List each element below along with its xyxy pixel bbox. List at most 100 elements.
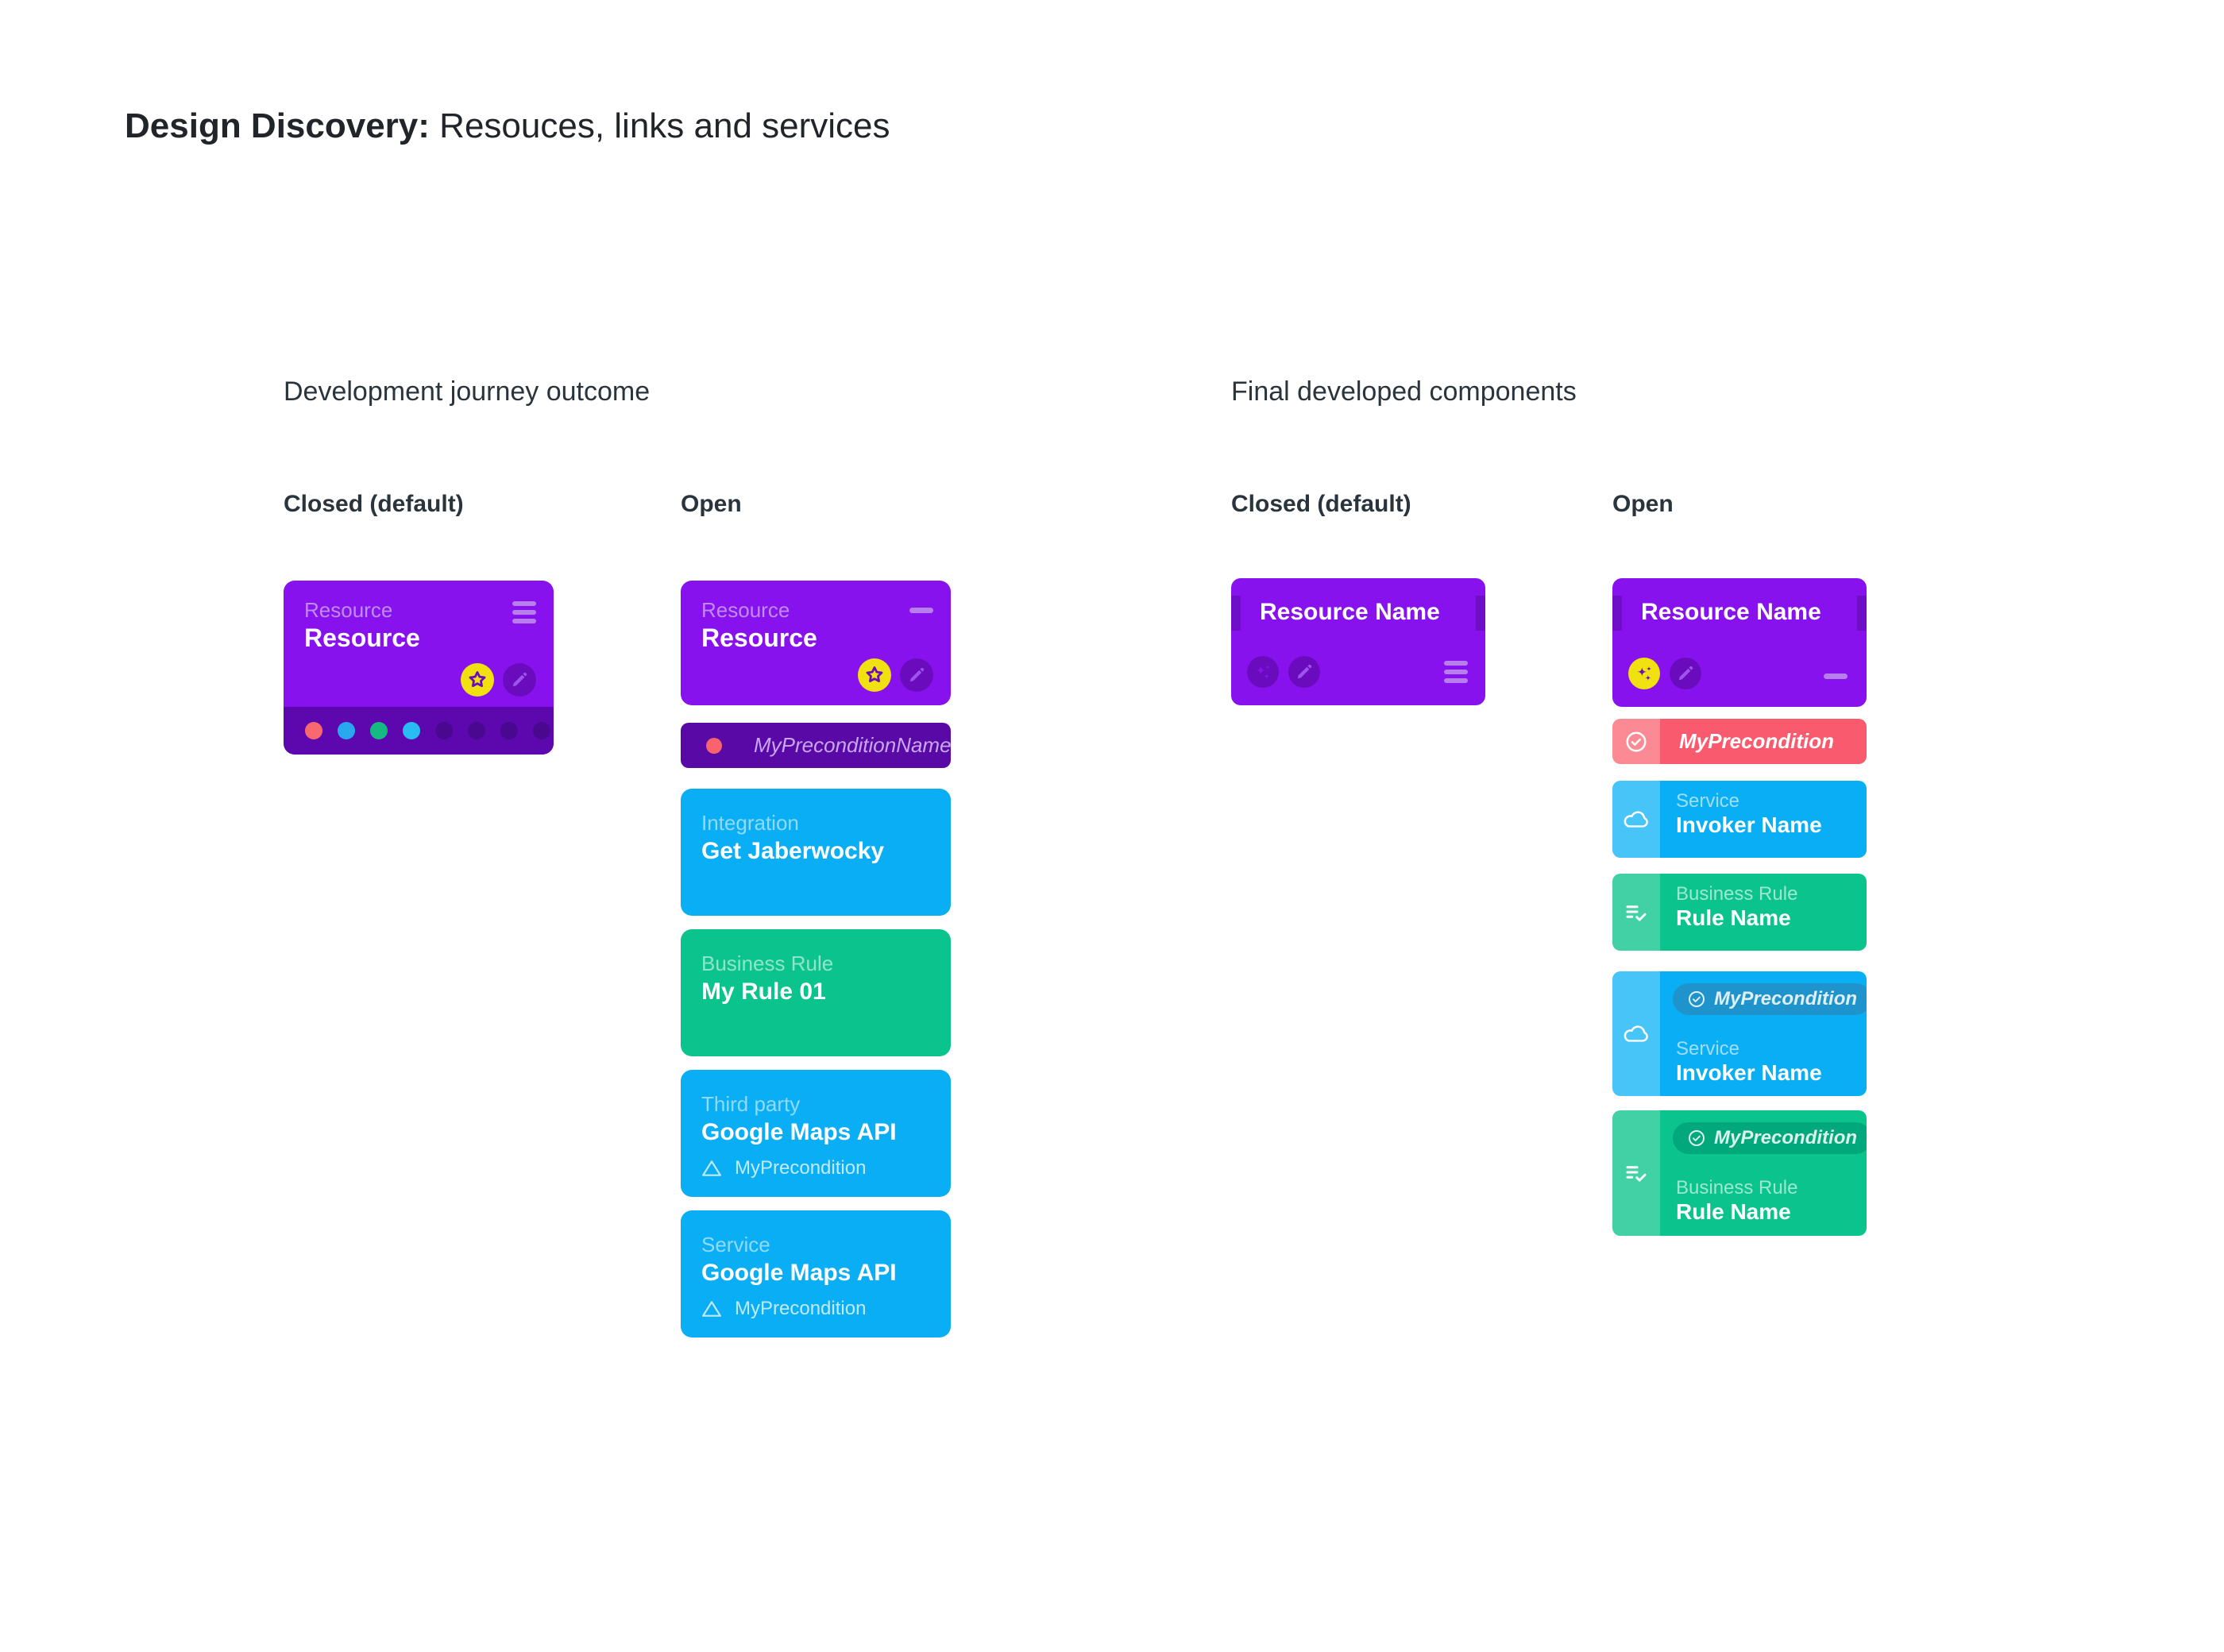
- rule-list-check-icon: [1626, 905, 1647, 921]
- page-title-rest: Resouces, links and services: [439, 106, 890, 145]
- status-dot: [500, 722, 518, 739]
- status-dot: [468, 722, 485, 739]
- pencil-icon: [909, 667, 925, 682]
- precondition-pill: MyPrecondition: [1673, 1122, 1867, 1154]
- rule-title: Rule Name: [1676, 1199, 1791, 1224]
- journey-closed-resource-card[interactable]: Resource Resource: [284, 581, 554, 755]
- business-rule-card[interactable]: Business Rule My Rule 01: [681, 929, 951, 1056]
- precondition-pill-label: MyPrecondition: [1714, 988, 1858, 1009]
- link-notch-right: [1476, 596, 1485, 631]
- final-open-label: Open: [1612, 491, 1674, 517]
- edit-button[interactable]: [503, 663, 536, 697]
- favorite-star-button[interactable]: [858, 658, 891, 692]
- resource-title: Resource: [304, 623, 420, 652]
- menu-icon[interactable]: [512, 601, 536, 623]
- edit-button[interactable]: [900, 658, 933, 692]
- warning-triangle-icon: [702, 1160, 721, 1176]
- final-closed-label: Closed (default): [1231, 491, 1411, 517]
- final-section-heading: Final developed components: [1231, 376, 1577, 407]
- service-title: Google Maps API: [701, 1260, 897, 1286]
- rule-title: Rule Name: [1676, 905, 1791, 930]
- card-icon-strip: [1612, 874, 1660, 951]
- service-type-label: Service: [701, 1233, 770, 1256]
- third-party-type-label: Third party: [701, 1092, 801, 1116]
- link-notch-left: [1231, 596, 1241, 631]
- card-icon-strip: [1612, 781, 1660, 858]
- edit-button[interactable]: [1288, 656, 1320, 688]
- integration-title: Get Jaberwocky: [701, 838, 885, 864]
- favorite-star-button[interactable]: [461, 663, 494, 697]
- card-icon-strip: [1612, 971, 1660, 1096]
- edit-button[interactable]: [1670, 658, 1701, 689]
- integration-type-label: Integration: [701, 811, 799, 835]
- invoker-title: Invoker Name: [1676, 1060, 1822, 1085]
- card-icon-strip: [1612, 1110, 1660, 1236]
- integration-card[interactable]: Integration Get Jaberwocky: [681, 789, 951, 916]
- status-dot: [435, 722, 453, 739]
- precondition-row: MyPrecondition: [701, 1298, 866, 1320]
- page-title-bold: Design Discovery:: [125, 106, 430, 145]
- sparkles-button[interactable]: [1247, 656, 1279, 688]
- final-rule-card[interactable]: Business Rule Rule Name: [1612, 874, 1867, 951]
- resource-name-title: Resource Name: [1641, 599, 1821, 625]
- status-dot: [533, 722, 550, 739]
- precondition-pill-label: MyPrecondition: [1714, 1127, 1858, 1148]
- precondition-label: MyPrecondition: [735, 1157, 867, 1179]
- rule-list-check-icon: [1626, 1166, 1647, 1182]
- page-title: Design Discovery: Resouces, links and se…: [125, 106, 890, 146]
- card-body: MyPrecondition Service Invoker Name: [1660, 971, 1867, 1096]
- status-dot: [305, 722, 322, 739]
- service-type-label: Service: [1676, 790, 1740, 812]
- link-notch-right: [1857, 596, 1867, 631]
- pencil-icon: [1678, 666, 1693, 681]
- check-circle-icon: [1689, 1130, 1705, 1146]
- card-body: Service Invoker Name: [1660, 781, 1867, 858]
- card-body: MyPrecondition Business Rule Rule Name: [1660, 1110, 1867, 1236]
- precondition-chip[interactable]: MyPreconditionName: [681, 723, 951, 768]
- service-type-label: Service: [1676, 1038, 1740, 1060]
- rule-title: My Rule 01: [701, 978, 826, 1005]
- check-circle-icon: [1626, 731, 1647, 751]
- cloud-icon: [1624, 1025, 1648, 1042]
- final-open-resource-card[interactable]: Resource Name: [1612, 578, 1867, 707]
- link-notch-left: [1612, 596, 1622, 631]
- final-rule-precondition-card[interactable]: MyPrecondition Business Rule Rule Name: [1612, 1110, 1867, 1236]
- status-dot: [403, 722, 420, 739]
- cloud-icon: [1624, 810, 1648, 828]
- final-closed-resource-card[interactable]: Resource Name: [1231, 578, 1485, 705]
- resource-name-title: Resource Name: [1260, 599, 1440, 625]
- star-icon: [866, 666, 883, 682]
- third-party-card[interactable]: Third party Google Maps API MyPreconditi…: [681, 1070, 951, 1197]
- precondition-chip-label: MyPrecondition: [1679, 729, 1835, 753]
- chip-icon-strip: [1612, 719, 1660, 764]
- status-dots-strip: [284, 707, 554, 755]
- journey-closed-label: Closed (default): [284, 491, 464, 517]
- check-circle-icon: [1689, 991, 1705, 1007]
- status-dot: [338, 722, 355, 739]
- rule-type-label: Business Rule: [1676, 1177, 1798, 1198]
- sparkles-icon: [1636, 666, 1652, 681]
- precondition-row: MyPrecondition: [701, 1157, 866, 1179]
- journey-open-resource-card[interactable]: Resource Resource: [681, 581, 951, 705]
- journey-open-label: Open: [681, 491, 742, 517]
- final-service-card[interactable]: Service Invoker Name: [1612, 781, 1867, 858]
- collapse-icon[interactable]: [1824, 674, 1848, 679]
- final-service-precondition-card[interactable]: MyPrecondition Service Invoker Name: [1612, 971, 1867, 1096]
- third-party-title: Google Maps API: [701, 1119, 897, 1145]
- service-card[interactable]: Service Google Maps API MyPrecondition: [681, 1210, 951, 1337]
- journey-section-heading: Development journey outcome: [284, 376, 651, 407]
- sparkles-icon: [1255, 664, 1271, 680]
- final-precondition-chip[interactable]: MyPrecondition: [1612, 719, 1867, 764]
- status-dot-icon: [706, 737, 722, 754]
- collapse-icon[interactable]: [909, 608, 933, 613]
- star-icon: [469, 671, 486, 687]
- pencil-icon: [1297, 664, 1312, 679]
- resource-type-label: Resource: [701, 598, 790, 622]
- sparkles-button[interactable]: [1628, 658, 1660, 689]
- resource-title: Resource: [701, 623, 817, 652]
- card-body: Business Rule Rule Name: [1660, 874, 1867, 951]
- menu-icon[interactable]: [1444, 661, 1468, 683]
- precondition-label: MyPrecondition: [735, 1298, 867, 1319]
- rule-type-label: Business Rule: [701, 951, 834, 975]
